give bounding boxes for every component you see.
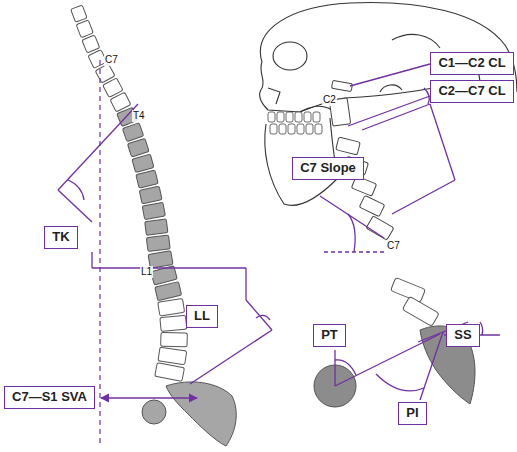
vertebra — [136, 170, 158, 188]
cervical-vertebra — [359, 195, 384, 216]
parameter-label: PT — [320, 327, 339, 343]
vertebra — [146, 235, 170, 251]
skull-drawing — [260, 3, 517, 206]
teeth-row — [268, 112, 322, 134]
parameter-label: C7—S1 SVA — [11, 389, 88, 405]
parameter-box: C7—S1 SVA — [4, 386, 95, 409]
parameter-label: C1—C2 CL — [437, 55, 507, 71]
vertebra — [155, 363, 185, 382]
sacrum-shape — [166, 382, 236, 446]
level-label: T4 — [132, 110, 146, 122]
parameter-box: TK — [44, 226, 78, 249]
vertebra — [160, 315, 187, 331]
parameter-label: TK — [51, 229, 71, 245]
vertebra — [132, 154, 154, 172]
parameter-label: SS — [453, 327, 473, 343]
level-label: C7 — [104, 54, 119, 66]
pelvic-angle-lines — [335, 322, 500, 400]
tooth — [277, 112, 284, 122]
cervical-vertebra — [331, 80, 352, 91]
vertebra — [76, 20, 93, 38]
vertebra — [127, 138, 149, 157]
tooth — [313, 112, 320, 122]
tk-angle-lines — [58, 104, 246, 268]
vertebra — [158, 298, 185, 316]
tooth — [295, 112, 302, 122]
vertebra — [139, 186, 162, 204]
tooth — [315, 124, 322, 134]
tooth — [286, 112, 293, 122]
parameter-box: PI — [398, 402, 427, 425]
vertebra — [158, 347, 187, 365]
tooth — [288, 124, 295, 134]
parameter-box: PT — [313, 324, 346, 347]
vertebra — [82, 35, 100, 53]
sva-arrow — [101, 397, 197, 398]
cervical-vertebra — [336, 137, 360, 155]
parameter-box: C1—C2 CL — [430, 52, 514, 75]
tooth — [268, 112, 275, 122]
parameter-label: PI — [405, 405, 420, 421]
parameter-label: LL — [193, 308, 211, 324]
vertebra — [155, 282, 182, 301]
vertebra — [71, 5, 87, 22]
vertebra-column — [71, 5, 188, 381]
tooth — [306, 124, 313, 134]
parameter-box: C2—C7 CL — [430, 80, 514, 103]
tooth — [297, 124, 304, 134]
vertebra — [161, 332, 188, 346]
parameter-box: SS — [446, 324, 480, 347]
femoral-head — [142, 400, 166, 424]
parameter-label: C7 Slope — [299, 160, 357, 176]
parameter-box: C7 Slope — [292, 157, 364, 180]
level-label: L1 — [140, 266, 153, 278]
vertebra — [122, 123, 143, 142]
tooth — [270, 124, 277, 134]
parameter-label: C2—C7 CL — [437, 83, 507, 99]
spine-guide — [76, 6, 174, 380]
level-label: C2 — [322, 94, 337, 106]
vertebra — [142, 202, 165, 219]
tooth — [304, 112, 311, 122]
cervical-vertebra — [366, 216, 394, 240]
vertebra — [145, 219, 168, 235]
plumb-line — [99, 60, 100, 446]
level-label: C7 — [386, 240, 401, 252]
tooth — [279, 124, 286, 134]
parameter-box: LL — [186, 305, 218, 328]
